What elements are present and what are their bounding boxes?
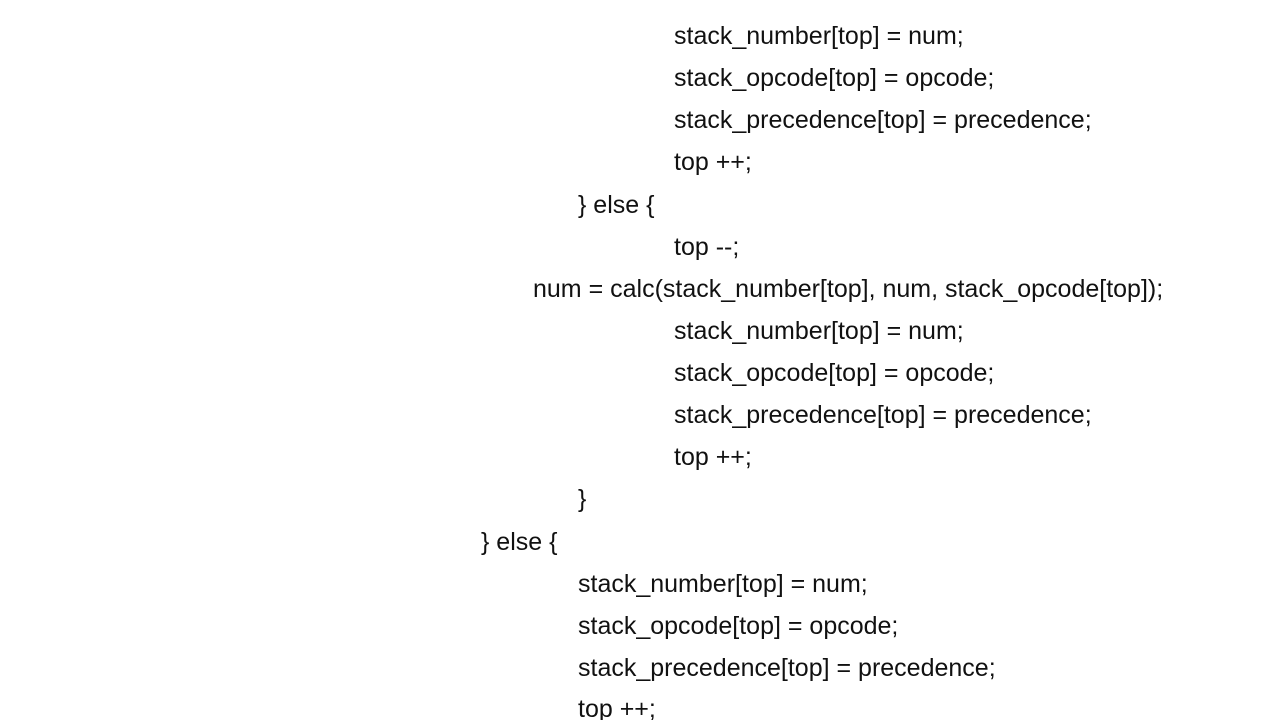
code-line-10: stack_precedence[top] = precedence; (674, 401, 1092, 429)
code-line-3: stack_precedence[top] = precedence; (674, 106, 1092, 134)
code-line-5: } else { (578, 191, 655, 219)
code-line-2: stack_opcode[top] = opcode; (674, 64, 995, 92)
code-line-16: stack_precedence[top] = precedence; (578, 654, 996, 682)
code-line-7: num = calc(stack_number[top], num, stack… (533, 275, 1164, 303)
code-line-11: top ++; (674, 443, 752, 471)
code-line-6: top --; (674, 233, 740, 261)
code-line-8: stack_number[top] = num; (674, 317, 964, 345)
code-line-13: } else { (481, 528, 558, 556)
code-line-14: stack_number[top] = num; (578, 570, 868, 598)
code-line-1: stack_number[top] = num; (674, 22, 964, 50)
code-line-9: stack_opcode[top] = opcode; (674, 359, 995, 387)
code-line-4: top ++; (674, 148, 752, 176)
code-line-12: } (578, 485, 587, 513)
code-line-17: top ++; (578, 695, 656, 720)
code-line-15: stack_opcode[top] = opcode; (578, 612, 899, 640)
